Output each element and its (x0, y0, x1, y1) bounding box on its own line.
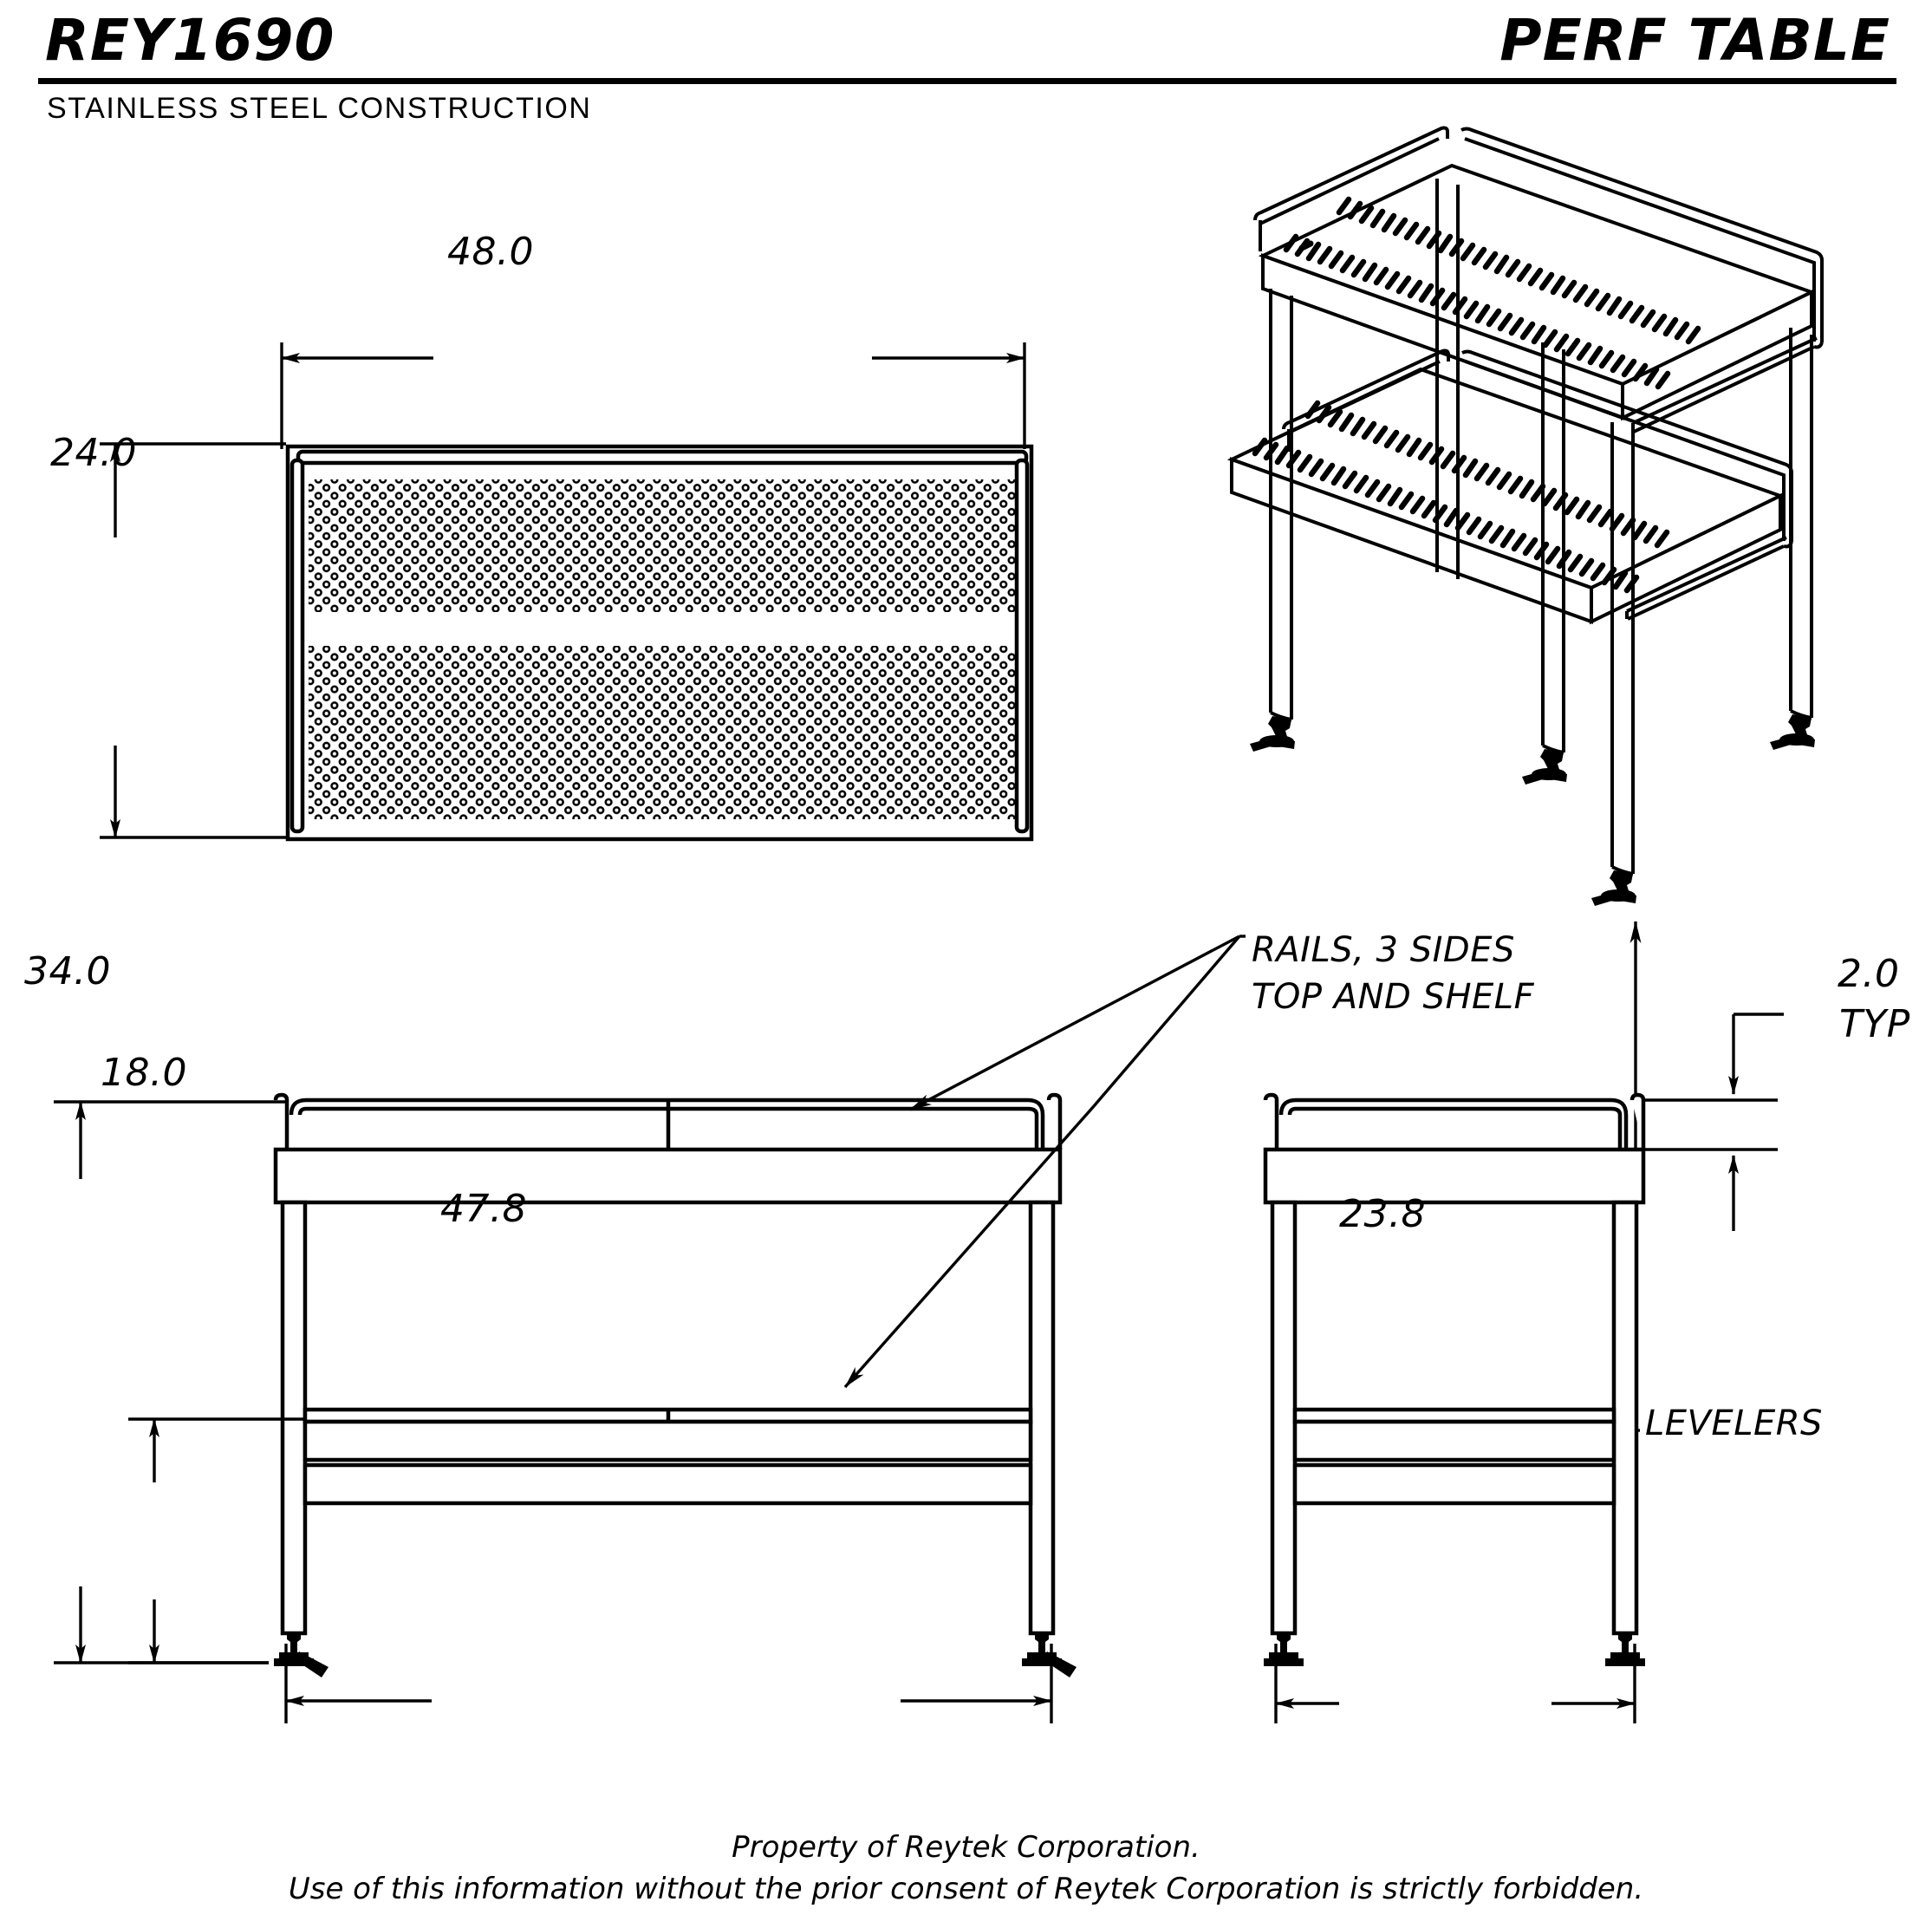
model-number-title: REY1690 (45, 7, 335, 74)
top-view-geometry (285, 444, 1034, 842)
rails-callout: RAILS, 3 SIDES TOP AND SHELF (1252, 927, 1534, 1020)
front-leveler-feet (274, 1633, 1077, 1677)
isometric-view-geometry (1226, 126, 1824, 906)
dimension-23-8 (1274, 1644, 1636, 1723)
dimension-48 (280, 342, 1026, 449)
levelers-callout: LEVELERS (1645, 1404, 1823, 1443)
front-view-geometry (273, 1092, 1077, 1677)
product-name-title: PERF TABLE (1499, 7, 1890, 74)
rails-callout-line1: RAILS, 3 SIDES (1252, 930, 1515, 970)
dimension-label-shelf-height: 18.0 (101, 1051, 187, 1095)
footer-line-1: Property of Reytek Corporation. (732, 1830, 1200, 1865)
dimension-label-width-top: 48.0 (447, 230, 534, 274)
dimension-label-depth-side: 23.8 (1339, 1192, 1426, 1236)
dimension-label-depth-top: 24.0 (50, 431, 137, 475)
dimension-label-rail-height: 2.0 (1838, 952, 1900, 996)
dimension-label-width-front: 47.8 (440, 1187, 527, 1231)
dimension-2-0-typ (1643, 1013, 1784, 1231)
title-divider-rule (38, 78, 1896, 84)
side-view-geometry (1263, 1092, 1646, 1666)
rails-callout-line2: TOP AND SHELF (1252, 977, 1535, 1017)
dimension-label-rail-typ: TYP (1839, 1002, 1910, 1046)
rails-leader (843, 935, 1246, 1389)
footer-line-2: Use of this information without the prio… (288, 1872, 1644, 1907)
construction-subtitle: STAINLESS STEEL CONSTRUCTION (47, 92, 592, 125)
dimension-label-height: 34.0 (24, 949, 111, 993)
dimension-18 (128, 1417, 303, 1664)
dimension-47-8 (284, 1644, 1053, 1723)
dimension-34 (54, 1100, 286, 1664)
dimension-24 (100, 442, 286, 839)
side-leveler-feet (1264, 1633, 1645, 1666)
iso-leveler-feet (1250, 714, 1815, 906)
copyright-footer: Property of Reytek Corporation. Use of t… (0, 1827, 1932, 1911)
